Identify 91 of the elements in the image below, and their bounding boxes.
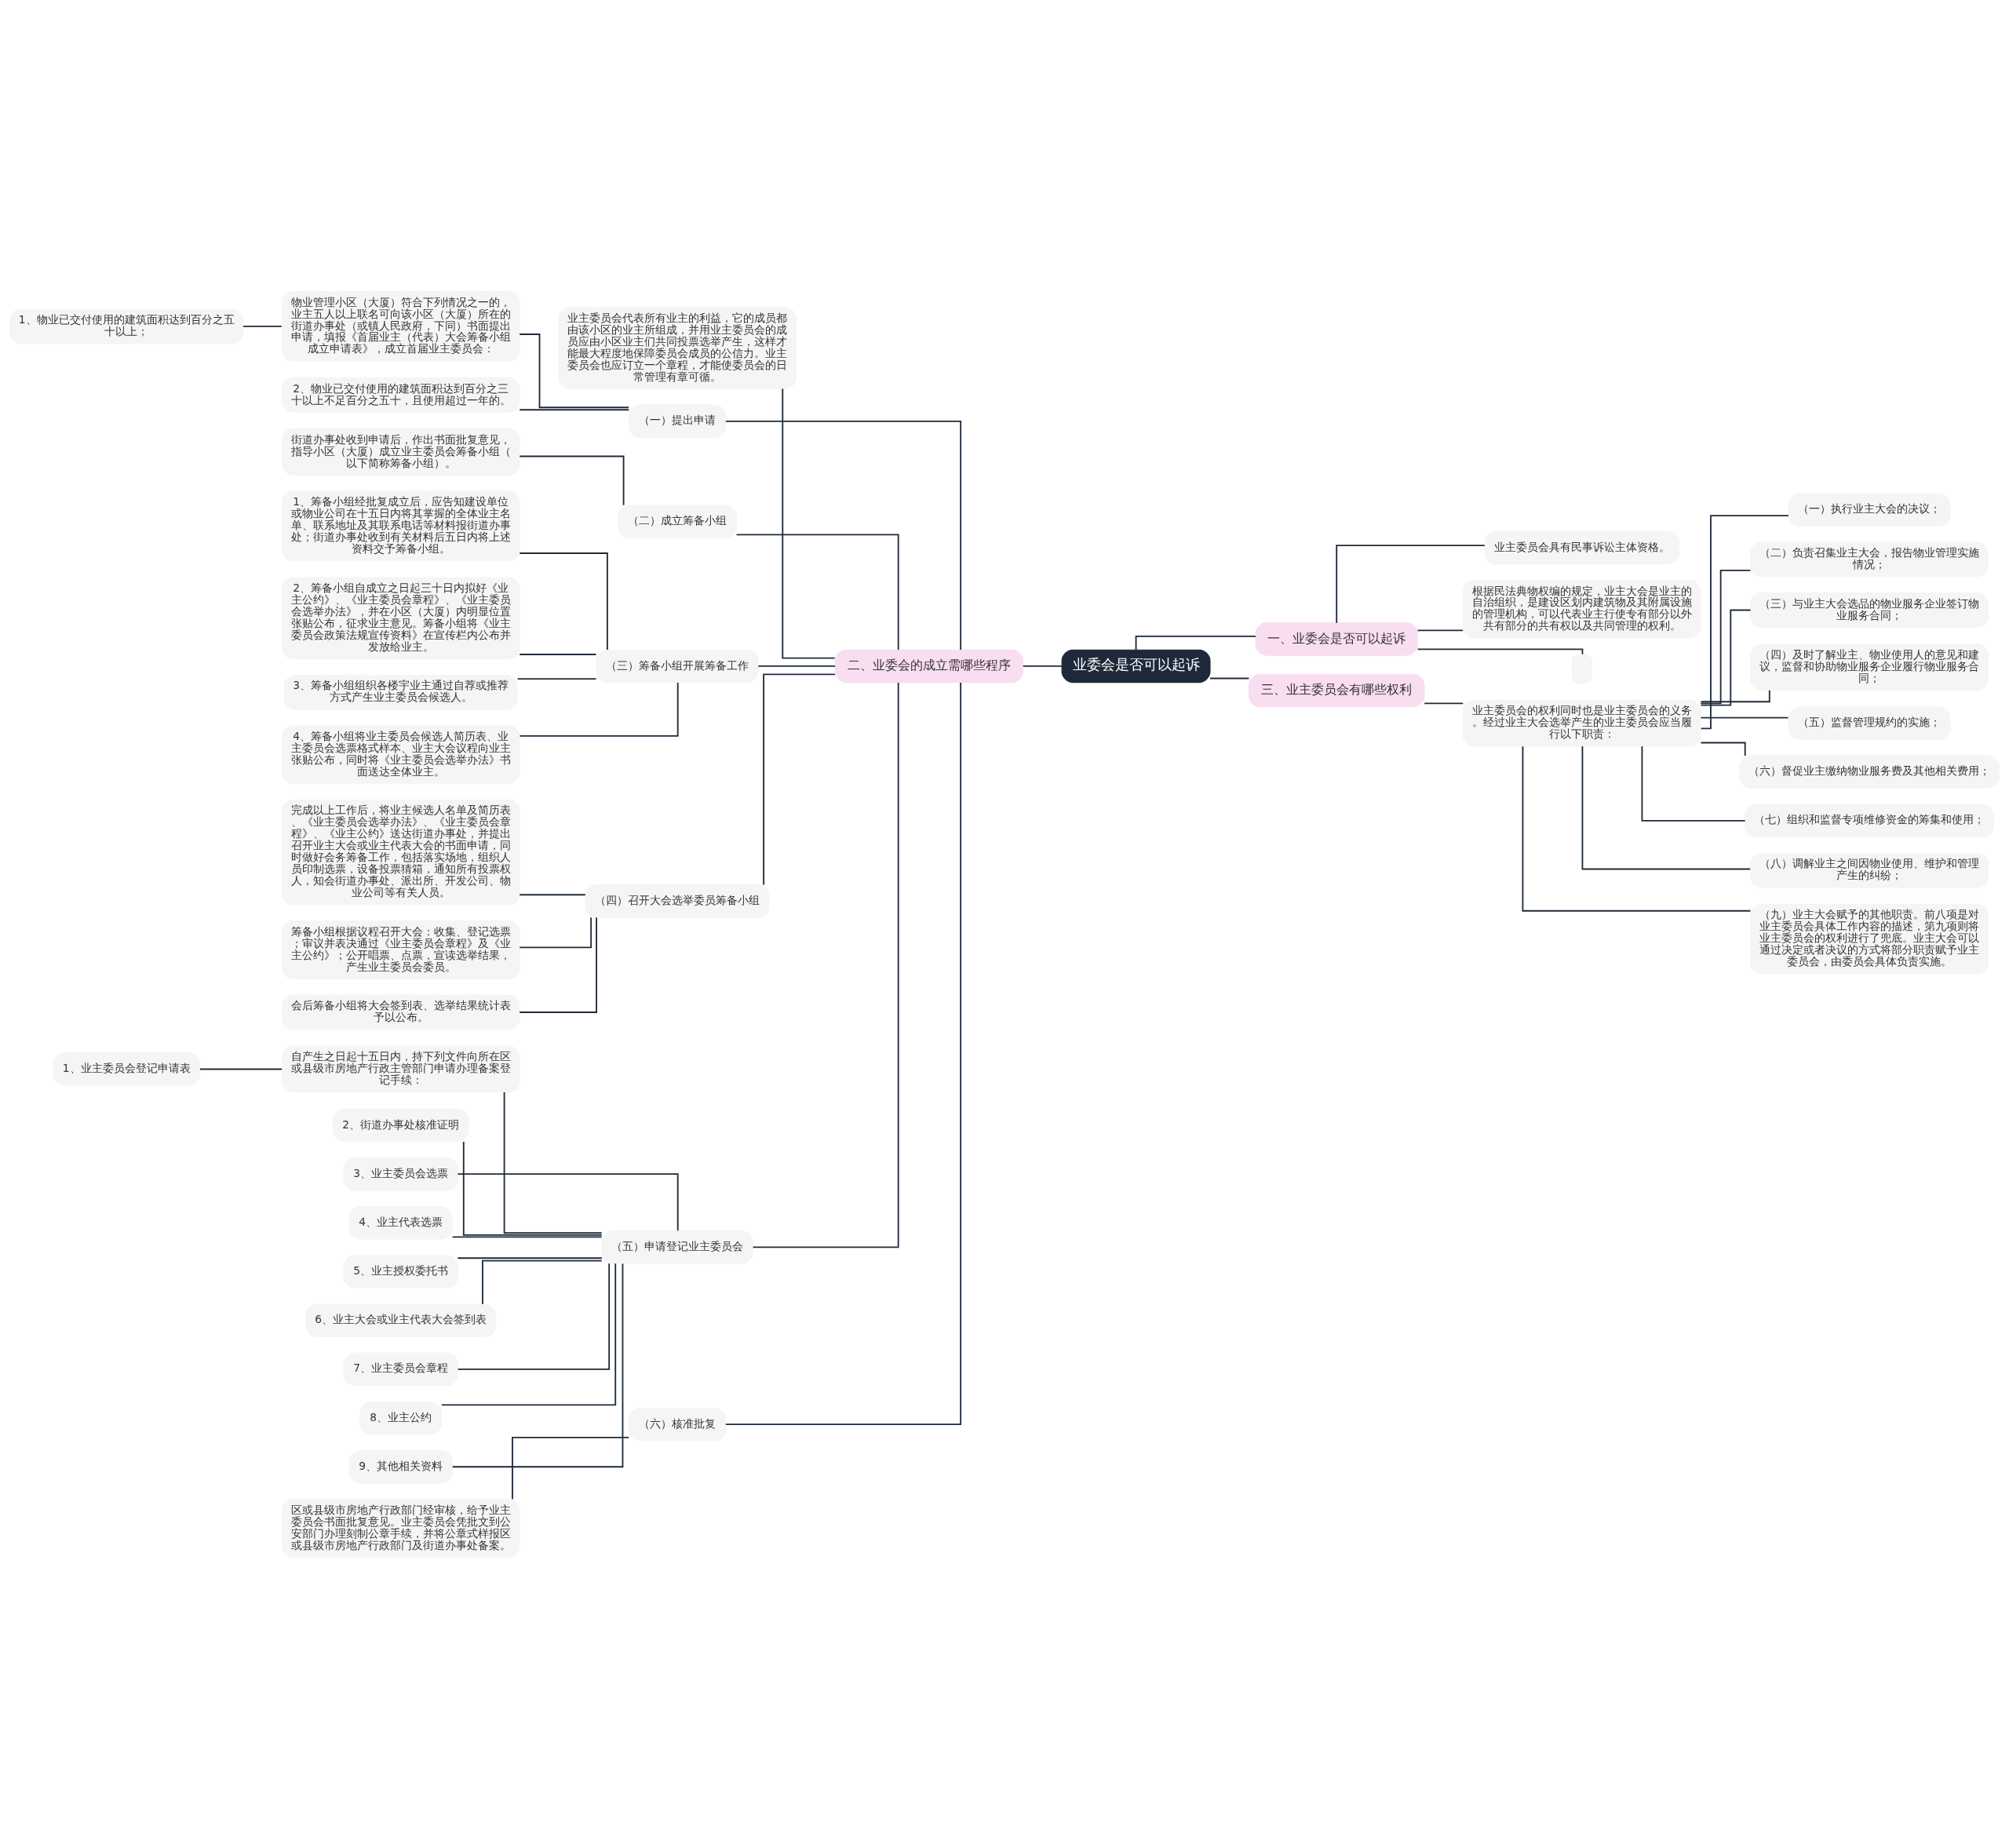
- connector: [1209, 677, 1250, 679]
- connector: [457, 1256, 603, 1259]
- node-box: 业主委员会的权利同时也是业主委员会的义务。经过业主大会选举产生的业主委员会应当履行以下职责：: [1462, 699, 1701, 746]
- connector: [724, 681, 962, 1425]
- node-box: [1571, 653, 1593, 683]
- connector: [1641, 745, 1746, 822]
- node-box: （五）监督管理规约的实施；: [1788, 705, 1951, 740]
- node-box: （四）召开大会选举委员筹备小组: [585, 884, 770, 918]
- node-box: 4、业主代表选票: [348, 1205, 453, 1240]
- node-box: 业主委员会具有民事诉讼主体资格。: [1484, 530, 1680, 564]
- node-box: 区或县级市房地产行政部门经审核，给予业主委员会书面批复意见。业主委员会凭批文到公安部门办理刻制公章手续，并将公章式样报区或县级市房地产行政部门及街道办事处备案。: [281, 1498, 520, 1558]
- node-box: 物业管理小区（大厦）符合下列情况之一的，业主五人以上联名可向该小区（大厦）所在的街道办事处（或镇人民政府，下同）书面提出申请，填报《首届业主（代表）大会筹备小组成立申请表》，成立首届业主委员会：: [281, 290, 520, 362]
- connector: [1581, 745, 1752, 869]
- connector: [1700, 609, 1752, 705]
- node-box: 7、业主委员会章程: [343, 1352, 458, 1386]
- connector: [724, 420, 962, 651]
- connector: [519, 455, 625, 506]
- connector: [1700, 716, 1789, 718]
- node-box: （三）筹备小组开展筹备工作: [596, 649, 759, 683]
- connector: [457, 1262, 611, 1370]
- connector: [1417, 647, 1584, 655]
- connector: [763, 672, 836, 885]
- connector: [519, 653, 597, 655]
- node-box: 9、其他相关资料: [348, 1449, 453, 1484]
- connector: [519, 408, 630, 410]
- node-box: 3、业主委员会选票: [343, 1157, 458, 1190]
- connector: [503, 1091, 603, 1234]
- node-box: （一）执行业主大会的决议；: [1788, 492, 1951, 527]
- connector: [519, 333, 630, 408]
- connector: [1417, 629, 1464, 631]
- node-box: （四）及时了解业主、物业使用人的意见和建议，监督和协助物业服务企业履行物业服务合同；: [1750, 643, 1989, 691]
- node-box: 业委会是否可以起诉: [1061, 649, 1211, 683]
- node-box: 业主委员会代表所有业主的利益，它的成员都由该小区的业主所组成，并用业主委员会的成员应由小区业主们共同投票选举产生，这样才能最大程度地保障委员会成员的公信力。业主委员会也应订立一个章程，才能使委员会的日常管理有章可循。: [558, 306, 797, 389]
- connector: [1700, 514, 1789, 729]
- node-box: （一）提出申请: [628, 404, 727, 438]
- node-box: 会后筹备小组将大会签到表、选举结果统计表予以公布。: [281, 994, 520, 1030]
- node-box: 2、街道办事处核准证明: [332, 1108, 469, 1142]
- connector: [1424, 702, 1464, 704]
- connector: [519, 893, 586, 895]
- connector: [735, 533, 899, 651]
- connector: [1022, 665, 1063, 667]
- node-box: 1、筹备小组经批复成立后，应告知建设单位或物业公司在十五日内将其掌握的全体业主名单、联系地址及其联系电话等材料报街道办事处；街道办事处收到有关材料后五日内将上述资料交予筹备小组。: [281, 490, 520, 561]
- connector: [512, 1436, 630, 1500]
- node-box: 一、业委会是否可以起诉: [1255, 621, 1418, 656]
- connector: [1700, 569, 1752, 704]
- connector: [757, 665, 836, 667]
- connector: [451, 1263, 624, 1467]
- node-box: 三、业主委员会有哪些权利: [1248, 673, 1425, 707]
- node-box: 根据民法典物权编的规定，业主大会是业主的自治组织，是建设区划内建筑物及其附属设施的管理机构，可以代表业主行使专有部分以外共有部分的共有权以及共同管理的权利。: [1462, 579, 1701, 639]
- node-box: （二）负责召集业主大会，报告物业管理实施情况；: [1750, 541, 1989, 577]
- node-box: 2、物业已交付使用的建筑面积达到百分之三十以上不足百分之五十，且使用超过一年的。: [281, 377, 520, 413]
- connector: [451, 1236, 603, 1237]
- connector: [752, 681, 899, 1248]
- node-box: 完成以上工作后，将业主候选人名单及简历表、《业主委员会选举办法》、《业主委员会章程》、《业主公约》送达街道办事处，并提出召开业主大会或业主代表大会的书面申请，同时做好会务筹备工作，包括落实场地，组织人员印制选票，设备投票猜箱，通知所有投票权人，知会街道办事处、派出所、开发公司、物业公司等有关人员。: [281, 799, 520, 906]
- connector: [457, 1172, 679, 1231]
- connector: [516, 677, 597, 680]
- connector: [1135, 635, 1256, 651]
- connector: [519, 916, 597, 1013]
- node-box: 二、业委会的成立需哪些程序: [834, 649, 1024, 683]
- node-box: （九）业主大会赋予的其他职责。前八项是对业主委员会具体工作内容的描述，第九项则将业主委员会的权利进行了兜底。业主大会可以通过决定或者决议的方式将部分职责赋予业主委员会，由委员会具体负责实施。: [1750, 903, 1989, 975]
- connector: [1336, 544, 1486, 624]
- connector: [519, 916, 592, 948]
- connector: [519, 552, 608, 651]
- connector: [1700, 742, 1746, 756]
- node-box: 筹备小组根据议程召开大会：收集、登记选票；审议并表决通过《业主委员会章程》及《业主公约》；公开唱票、点票，宣读选举结果，产生业主委员会委员。: [281, 920, 520, 979]
- node-box: （二）成立筹备小组: [618, 504, 738, 538]
- connector: [242, 325, 283, 327]
- node-box: （六）督促业主缴纳物业服务费及其他相关费用；: [1739, 754, 2000, 789]
- node-box: （三）与业主大会选品的物业服务企业签订物业服务合同；: [1750, 592, 1989, 628]
- node-box: 8、业主公约: [359, 1401, 443, 1434]
- connector: [1522, 745, 1752, 912]
- connector: [519, 681, 679, 737]
- node-box: 5、业主授权委托书: [343, 1254, 458, 1288]
- connector: [199, 1068, 283, 1070]
- node-box: 自产生之日起十五日内，持下列文件向所在区或县级市房地产行政主管部门申请办理备案登记手续：: [281, 1045, 520, 1092]
- node-box: 3、筹备小组组织各楼宇业主通过自荐或推荐方式产生业主委员会候选人。: [283, 674, 518, 710]
- node-box: （六）核准批复: [628, 1407, 727, 1441]
- node-box: 4、筹备小组将业主委员会候选人简历表、业主委员会选票格式样本、业主大会议程向业主张贴公布，同时将《业主委员会选举办法》书面送达全体业主。: [281, 724, 520, 784]
- node-box: 1、业主委员会登记申请表: [53, 1052, 201, 1086]
- connector: [782, 388, 836, 658]
- connector: [462, 1140, 603, 1236]
- connector: [1700, 689, 1770, 702]
- node-box: （七）组织和监督专项维修资金的筹集和使用；: [1745, 804, 1994, 837]
- connector: [440, 1262, 617, 1405]
- node-box: （五）申请登记业主委员会: [601, 1230, 753, 1264]
- node-box: 2、筹备小组自成立之日起三十日内拟好《业主公约》、《业主委员会章程》、《业主委员会选举办法》，并在小区（大厦）内明显位置张贴公布，征求业主意见。筹备小组将《业主委员会政策法规宣传资料》在宣传栏内公布并发放给业主。: [281, 577, 520, 659]
- node-box: 6、业主大会或业主代表大会签到表: [305, 1303, 497, 1337]
- node-box: （八）调解业主之间因物业使用、维护和管理产生的纠纷；: [1750, 852, 1989, 888]
- node-box: 1、物业已交付使用的建筑面积达到百分之五十以上；: [9, 308, 244, 344]
- node-box: 街道办事处收到申请后，作出书面批复意见，指导小区（大厦）成立业主委员会筹备小组（以下简称筹备小组）。: [281, 428, 520, 476]
- connector: [482, 1259, 603, 1305]
